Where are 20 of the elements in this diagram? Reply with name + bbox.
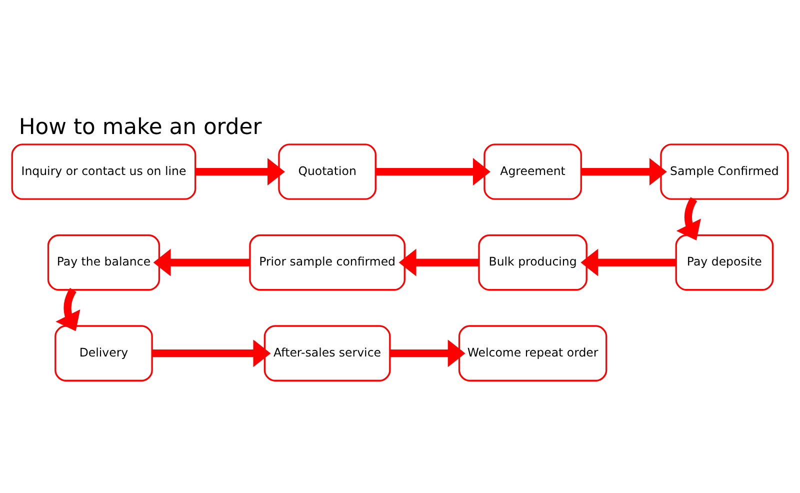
arrow xyxy=(195,158,285,186)
node-box: After-sales service xyxy=(264,324,391,381)
diagram-title: How to make an order xyxy=(18,114,262,140)
node-box: Welcome repeat order xyxy=(458,324,608,381)
node-box: Inquiry or contact us on line xyxy=(11,143,196,200)
node-box: Delivery xyxy=(54,324,153,381)
node-box: Quotation xyxy=(278,143,376,200)
arrow xyxy=(376,158,490,186)
node-box: Pay the balance xyxy=(47,234,160,290)
arrow xyxy=(152,339,271,367)
arrow xyxy=(580,248,676,276)
node-box: Bulk producing xyxy=(478,234,588,290)
arrow xyxy=(398,248,479,276)
node-box: Sample Confirmed xyxy=(660,143,789,200)
node-box: Pay deposite xyxy=(675,234,774,290)
arrow xyxy=(390,339,466,367)
node-box: Prior sample confirmed xyxy=(249,234,406,290)
node-box: Agreement xyxy=(484,143,582,200)
arrow xyxy=(153,248,250,276)
arrow xyxy=(581,158,667,186)
